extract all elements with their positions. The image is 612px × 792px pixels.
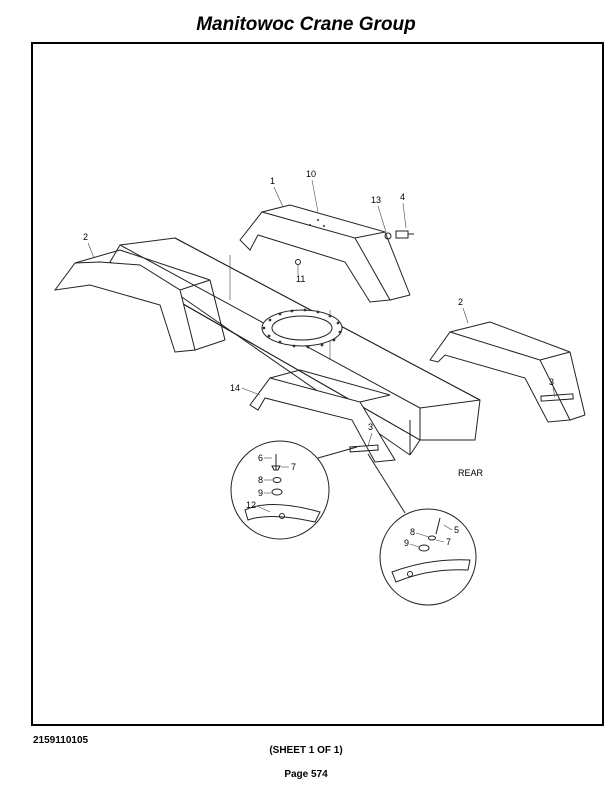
svg-text:8: 8 [410,527,415,537]
detail-a [230,440,358,540]
callout-3-front: 3 [367,422,373,447]
svg-text:14: 14 [230,383,240,393]
page-number: Page 574 [284,769,328,780]
fender-2-left [53,249,226,353]
svg-text:12: 12 [246,500,256,510]
svg-text:9: 9 [258,488,263,498]
bolt-4-washer-13 [295,230,414,265]
svg-text:4: 4 [400,192,405,202]
rear-label: REAR [458,468,484,478]
svg-text:6: 6 [258,453,263,463]
svg-text:7: 7 [446,537,451,547]
fender-14 [249,369,396,463]
svg-text:3: 3 [368,422,373,432]
svg-text:13: 13 [371,195,381,205]
callout-14: 14 [230,383,261,396]
svg-text:2: 2 [83,232,88,242]
svg-text:3: 3 [549,377,554,387]
svg-text:7: 7 [291,462,296,472]
drawing-number: 2159110105 [33,735,89,746]
svg-text:11: 11 [296,274,305,284]
callout-2-left: 2 [83,232,95,259]
page-title: Manitowoc Crane Group [196,14,416,35]
callout-13: 13 [371,195,387,233]
svg-text:2: 2 [458,297,463,307]
callout-3-right: 3 [549,377,556,398]
callout-10: 10 [306,169,319,213]
detail-a-callouts: 6 7 8 9 12 [246,453,296,513]
sheet-label: (SHEET 1 OF 1) [269,745,343,756]
svg-text:1: 1 [270,176,275,186]
swing-bearing-ring [261,308,343,349]
callout-2-right: 2 [458,297,469,324]
svg-text:9: 9 [404,538,409,548]
svg-text:5: 5 [454,525,459,535]
detail-b-callouts: 5 7 8 9 [404,524,459,548]
detail-b [367,453,477,606]
svg-text:8: 8 [258,475,263,485]
svg-text:10: 10 [306,169,316,179]
drawing-frame [31,42,604,726]
fender-2-right [429,321,586,423]
callout-4: 4 [400,192,407,229]
callout-11: 11 [296,265,305,284]
fender-1 [239,204,411,303]
callout-1: 1 [270,176,284,208]
